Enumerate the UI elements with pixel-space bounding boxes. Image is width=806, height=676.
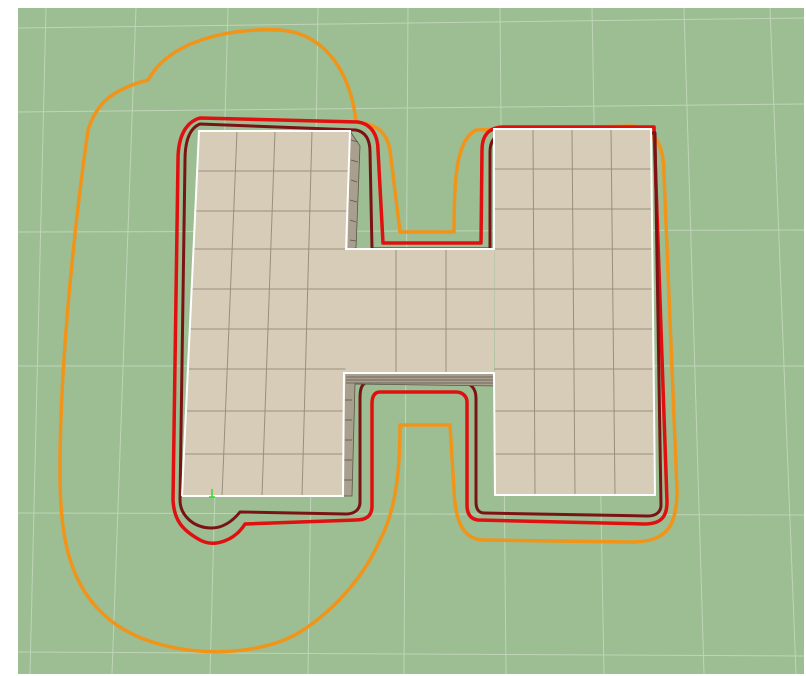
building-bridge[interactable] bbox=[344, 249, 494, 373]
building-left-wing[interactable] bbox=[182, 131, 350, 496]
